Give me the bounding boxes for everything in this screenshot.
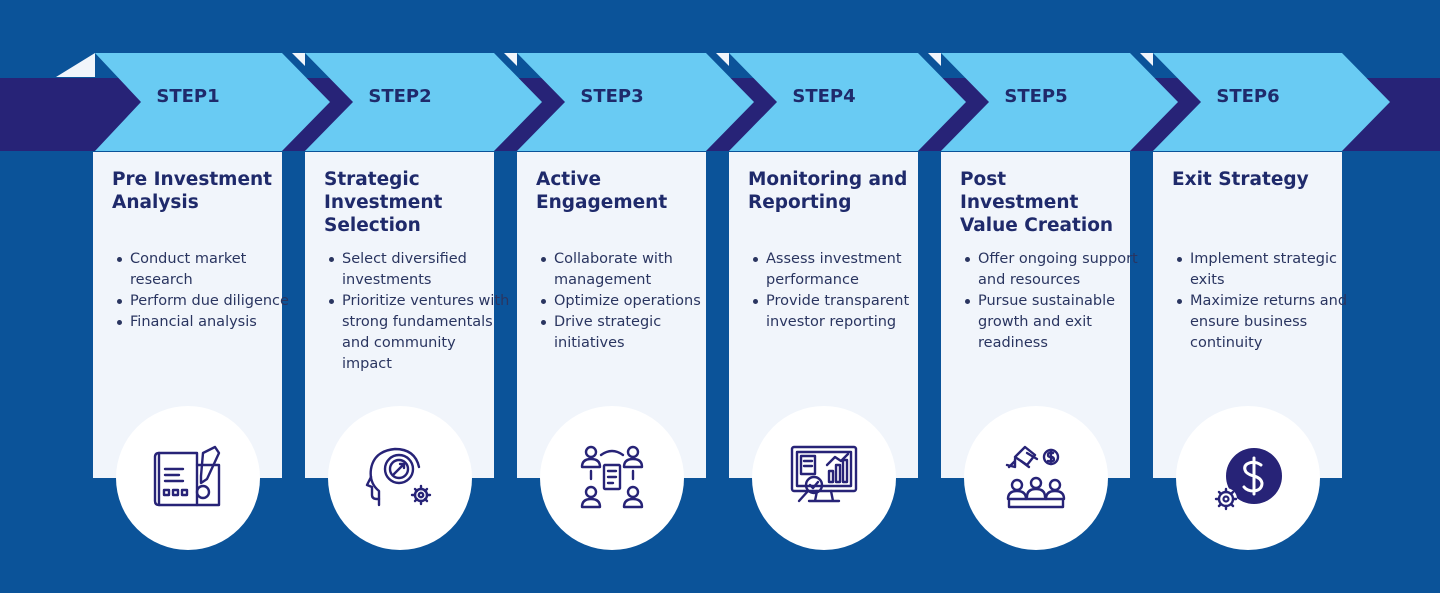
step-4-title: Monitoring and Reporting [748, 169, 908, 213]
step-1-bullets: Conduct market research Perform due dili… [112, 249, 298, 333]
bullet-item: Perform due diligence [117, 291, 298, 312]
monitor-report-icon [790, 445, 858, 503]
step-1-card: Pre Investment Analysis Conduct market r… [93, 152, 289, 478]
step-4: STEP4 Monitoring and Reporting Assess in… [636, 0, 966, 593]
step-6: STEP6 Exit Strategy Implement strategic … [1060, 0, 1390, 593]
step-1: STEP1 Pre Investment Analysis Conduct ma… [0, 0, 330, 593]
step-4-label: STEP4 [792, 86, 856, 107]
step-2-label: STEP2 [368, 86, 432, 107]
step-6-chevron [1140, 53, 1390, 151]
strategy-head-icon [365, 447, 432, 507]
step-2-chevron [292, 53, 542, 151]
step-4-bullets: Assess investment performance Provide tr… [748, 249, 934, 333]
step-4-icon-circle [752, 406, 896, 550]
bullet-item: Pursue sustainable growth and exit readi… [965, 291, 1146, 354]
bullet-item: Implement strategic exits [1177, 249, 1358, 291]
bullet-item: Assess investment performance [753, 249, 934, 291]
value-creation-icon [1005, 445, 1066, 509]
step-4-chevron [716, 53, 966, 151]
step-3-icon-circle [540, 406, 684, 550]
step-2: STEP2 Strategic Investment Selection Sel… [212, 0, 542, 593]
step-3-title: Active Engagement [536, 169, 668, 213]
step-2-bullets: Select diversified investments Prioritiz… [324, 249, 510, 375]
step-6-bullets: Implement strategic exits Maximize retur… [1172, 249, 1358, 354]
bullet-item: Offer ongoing support and resources [965, 249, 1146, 291]
step-5-icon-circle [964, 406, 1108, 550]
step-1-chevron [56, 53, 330, 151]
step-6-title: Exit Strategy [1172, 169, 1309, 190]
bullet-item: Financial analysis [117, 312, 298, 333]
step-3-label: STEP3 [580, 86, 644, 107]
step-2-title: Strategic Investment Selection [324, 169, 443, 236]
step-1-label: STEP1 [156, 86, 220, 107]
step-3-chevron [504, 53, 754, 151]
bullet-item: Prioritize ventures with strong fundamen… [329, 291, 510, 375]
step-3: STEP3 Active Engagement Collaborate with… [424, 0, 754, 593]
step-4-card: Monitoring and Reporting Assess investme… [729, 152, 918, 478]
blueprint-icon [153, 445, 221, 507]
bullet-item: Conduct market research [117, 249, 298, 291]
dollar-gear-icon [1214, 448, 1282, 511]
bullet-item: Optimize operations [541, 291, 722, 312]
bullet-item: Drive strategic initiatives [541, 312, 722, 354]
step-1-icon-circle [116, 406, 260, 550]
step-6-label: STEP6 [1216, 86, 1280, 107]
step-2-icon-circle [328, 406, 472, 550]
step-5-bullets: Offer ongoing support and resources Purs… [960, 249, 1146, 354]
step-5-label: STEP5 [1004, 86, 1068, 107]
bullet-item: Collaborate with management [541, 249, 722, 291]
bullet-item: Maximize returns and ensure business con… [1177, 291, 1358, 354]
step-5-chevron [928, 53, 1178, 151]
step-5-title: Post Investment Value Creation [960, 169, 1114, 236]
bullet-item: Select diversified investments [329, 249, 510, 291]
step-6-icon-circle [1176, 406, 1320, 550]
step-5: STEP5 Post Investment Value Creation Off… [848, 0, 1178, 593]
team-meeting-icon [580, 445, 644, 509]
bullet-item: Provide transparent investor reporting [753, 291, 934, 333]
step-3-bullets: Collaborate with management Optimize ope… [536, 249, 722, 354]
step-1-title: Pre Investment Analysis [112, 169, 273, 213]
